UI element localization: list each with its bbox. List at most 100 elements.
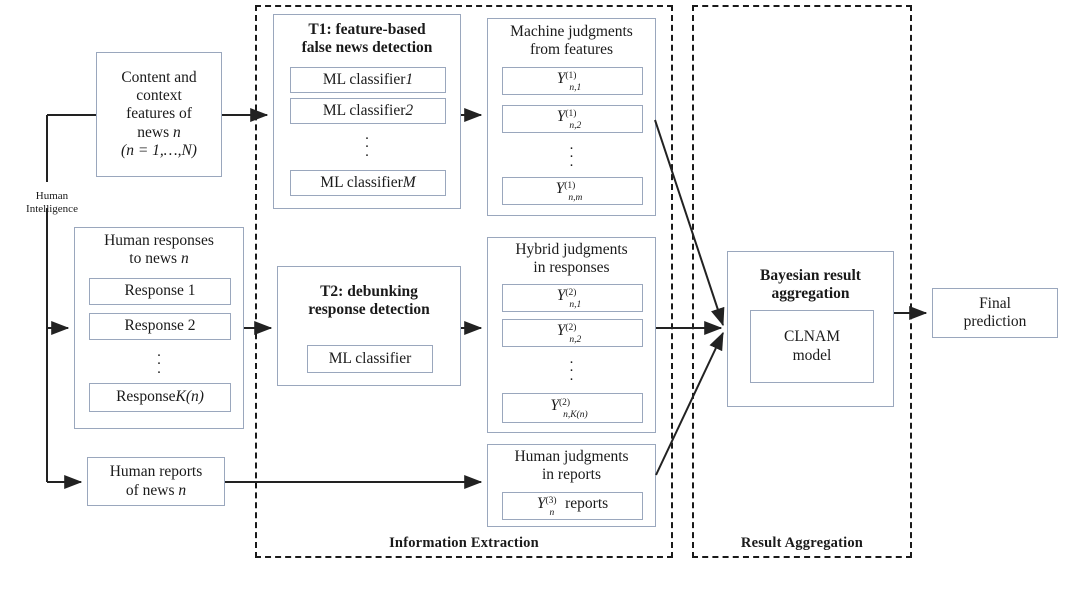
human-responses-title-line2: to news n — [75, 250, 243, 268]
human-responses-title-line2-var: n — [180, 249, 189, 267]
machine-judgment-0[interactable]: Y(1)n,1 — [502, 67, 643, 95]
input-features-line5: (n = 1,…,N) — [121, 141, 197, 159]
hybrid-judgment-2-base: Y — [550, 397, 559, 415]
human-responses-panel: Human responses to news n Response 1 Res… — [74, 227, 244, 429]
response-item-2-label: Response — [116, 388, 176, 406]
input-features-line4: news n — [137, 124, 180, 142]
human-judgments-reports-item[interactable]: Y(3)n reports — [502, 492, 643, 520]
hybrid-judgment-1-base: Y — [556, 322, 566, 340]
hybrid-judgment-2[interactable]: Y(2)n,K(n) — [502, 393, 643, 423]
aggregation-title-line1: Bayesian result — [760, 267, 861, 284]
final-prediction-line1: Final — [979, 294, 1011, 312]
task1-item-0[interactable]: ML classifier 1 — [290, 67, 446, 93]
human-responses-title: Human responses to news n — [75, 232, 243, 268]
machine-judgment-2[interactable]: Y(1)n,m — [502, 177, 643, 205]
human-reports-line1: Human reports — [109, 463, 203, 481]
clnam-model-line1: CLNAM — [784, 328, 840, 346]
human-judgments-reports-title-line1: Human judgments — [514, 448, 629, 465]
hybrid-judgments-title: Hybrid judgments in responses — [488, 241, 655, 277]
human-responses-title-line1: Human responses — [104, 232, 214, 249]
human-intelligence-line2: Intelligence — [26, 203, 78, 216]
response-item-0-label: Response 1 — [124, 282, 196, 300]
human-intelligence-label: Human Intelligence — [6, 190, 98, 216]
hybrid-judgment-2-sub: n,K(n) — [563, 409, 588, 420]
human-judgments-reports-title-line2: in reports — [542, 465, 601, 483]
human-reports-line2-var: n — [178, 481, 187, 499]
task1-title-line2: false news detection — [301, 38, 433, 56]
hybrid-judgment-0-sup: (2) — [565, 288, 577, 299]
human-responses-title-line2-prefix: to news — [129, 249, 181, 267]
input-features-box[interactable]: Content and context features of news n (… — [96, 52, 222, 177]
human-judgments-reports-item-suffix: reports — [561, 495, 609, 513]
task1-item-2[interactable]: ML classifier M — [290, 170, 446, 196]
task1-item-1[interactable]: ML classifier 2 — [290, 98, 446, 124]
input-features-line2: context — [136, 87, 182, 105]
human-judgments-reports-panel: Human judgments in reports Y(3)n reports — [487, 444, 656, 527]
hybrid-judgment-0-sub: n,1 — [569, 299, 582, 310]
human-judgments-reports-title: Human judgments in reports — [488, 448, 655, 484]
human-responses-ellipsis: ... — [157, 344, 161, 377]
human-judgments-reports-item-sup: (3) — [545, 496, 557, 507]
hybrid-judgments-title-line2: in responses — [533, 258, 610, 276]
machine-judgment-0-base: Y — [556, 70, 566, 88]
response-item-1-label: Response 2 — [124, 317, 196, 335]
hybrid-judgment-0[interactable]: Y(2)n,1 — [502, 284, 643, 312]
human-reports-box[interactable]: Human reports of news n — [87, 457, 225, 506]
hybrid-judgment-1[interactable]: Y(2)n,2 — [502, 319, 643, 347]
hybrid-judgment-0-base: Y — [556, 287, 566, 305]
machine-judgments-title-line2: from features — [529, 40, 614, 58]
machine-judgments-title: Machine judgments from features — [488, 23, 655, 59]
task1-item-2-label: ML classifier — [320, 173, 403, 191]
task2-item-0[interactable]: ML classifier — [307, 345, 433, 373]
task1-item-1-label: ML classifier — [322, 101, 406, 119]
response-item-2-var: K(n) — [175, 388, 204, 406]
task2-item-0-label: ML classifier — [328, 349, 412, 367]
task1-item-2-var: M — [402, 173, 416, 191]
hybrid-judgments-panel: Hybrid judgments in responses Y(2)n,1 Y(… — [487, 237, 656, 433]
aggregation-title: Bayesian result aggregation — [728, 267, 893, 303]
input-features-line4-prefix: news — [137, 123, 173, 141]
task1-title-line1: T1: feature-based — [308, 21, 426, 38]
human-reports-line2-prefix: of news — [125, 481, 179, 499]
hybrid-judgment-1-sup: (2) — [565, 323, 577, 334]
clnam-model-line2: model — [792, 346, 832, 364]
machine-judgments-ellipsis: ... — [569, 137, 574, 170]
human-judgments-reports-item-sub: n — [549, 507, 555, 518]
human-judgments-reports-item-base: Y — [536, 495, 546, 513]
response-item-2[interactable]: Response K(n) — [89, 383, 231, 412]
machine-judgments-panel: Machine judgments from features Y(1)n,1 … — [487, 18, 656, 216]
machine-judgment-2-sub: n,m — [568, 192, 583, 203]
machine-judgment-2-base: Y — [555, 180, 565, 198]
human-intelligence-line1: Human — [35, 190, 69, 202]
input-features-line3: features of — [126, 105, 192, 123]
human-reports-line2: of news n — [126, 482, 186, 500]
task2-panel: T2: debunking response detection ML clas… — [277, 266, 461, 386]
response-item-0[interactable]: Response 1 — [89, 278, 231, 305]
machine-judgment-1-base: Y — [556, 108, 566, 126]
aggregation-title-line2: aggregation — [771, 284, 850, 302]
task1-ellipsis: ... — [365, 127, 369, 160]
task2-title-line1: T2: debunking — [320, 283, 418, 300]
clnam-model-box[interactable]: CLNAM model — [750, 310, 874, 383]
task1-title: T1: feature-based false news detection — [274, 21, 460, 57]
aggregation-panel: Bayesian result aggregation CLNAM model — [727, 251, 894, 407]
machine-judgment-1-sub: n,2 — [569, 120, 582, 131]
response-item-1[interactable]: Response 2 — [89, 313, 231, 340]
machine-judgment-1-sup: (1) — [565, 109, 577, 120]
machine-judgment-1[interactable]: Y(1)n,2 — [502, 105, 643, 133]
task1-item-0-label: ML classifier — [322, 70, 406, 88]
task1-item-0-var: 1 — [405, 70, 414, 88]
hybrid-judgments-title-line1: Hybrid judgments — [515, 241, 628, 258]
machine-judgments-title-line1: Machine judgments — [510, 23, 633, 40]
final-prediction-box[interactable]: Final prediction — [932, 288, 1058, 338]
task2-title: T2: debunking response detection — [278, 283, 460, 319]
group-label-information-extraction: Information Extraction — [389, 535, 539, 551]
machine-judgment-0-sup: (1) — [565, 71, 577, 82]
input-features-line4-var: n — [172, 123, 181, 141]
final-prediction-line2: prediction — [963, 313, 1027, 330]
task1-panel: T1: feature-based false news detection M… — [273, 14, 461, 209]
hybrid-judgments-ellipsis: ... — [569, 351, 574, 384]
task1-item-1-var: 2 — [405, 101, 414, 119]
machine-judgment-2-sup: (1) — [564, 181, 576, 192]
machine-judgment-0-sub: n,1 — [569, 82, 582, 93]
